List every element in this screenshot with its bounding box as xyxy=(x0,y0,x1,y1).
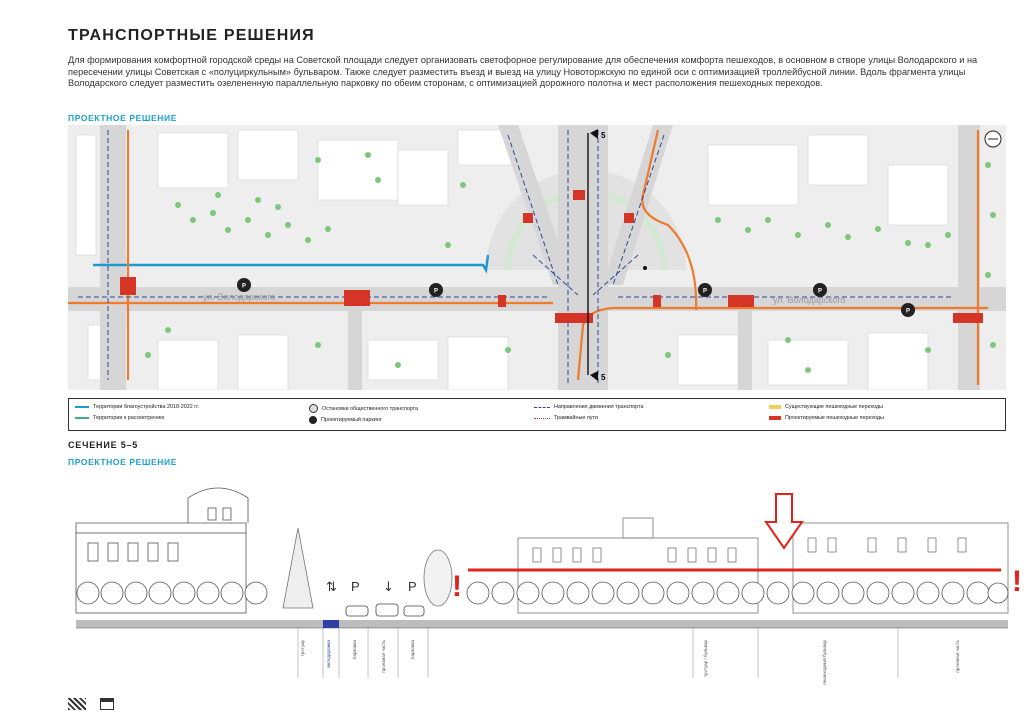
traffic-direction-arrows xyxy=(78,130,953,385)
parking-sign-icon: P xyxy=(351,579,360,594)
bidirectional-arrow-icon: ⇅ xyxy=(326,580,337,595)
left-building xyxy=(75,487,249,614)
project-boundary xyxy=(93,254,490,274)
arrow-dashed-icon xyxy=(534,406,550,408)
building-blocks xyxy=(75,129,949,390)
down-arrow-icon: ↓ xyxy=(383,580,394,595)
section-heading: СЕЧЕНИЕ 5–5 xyxy=(68,440,139,450)
annotation-exclamation-right: ! xyxy=(1012,565,1022,598)
section-marker-bottom: 5 xyxy=(601,373,606,382)
ground-strip xyxy=(76,620,1008,628)
legend-item: Трамвайные пути xyxy=(534,415,598,421)
legend-item: Остановки общественного транспорта xyxy=(309,404,418,413)
bike-lane xyxy=(323,620,339,628)
column-label: тротуар / бульвар xyxy=(703,640,708,677)
svg-text:P: P xyxy=(703,289,707,295)
building-icon xyxy=(100,698,114,710)
parking-icon xyxy=(813,283,827,297)
svg-text:P: P xyxy=(434,289,438,295)
parking-icon xyxy=(901,303,915,317)
column-label: пешеходный бульвар xyxy=(822,640,827,685)
conifer-tree xyxy=(282,527,314,609)
annotation-exclamation-left: ! xyxy=(452,570,462,603)
parking-icon xyxy=(237,278,251,292)
right-buildings xyxy=(517,517,1009,614)
legend-item: Направления движения транспорта xyxy=(534,404,643,410)
crosswalks xyxy=(120,190,983,323)
parking-sign-icon: P xyxy=(408,579,417,594)
legend-item: Проектируемый паркинг xyxy=(309,416,382,424)
svg-text:P: P xyxy=(818,289,822,295)
column-label: велодорожка xyxy=(326,640,331,668)
svg-text:P: P xyxy=(906,309,910,315)
tree-row-right xyxy=(466,581,1009,605)
parking-markers: P P P P P xyxy=(237,278,915,317)
street-section: ⇅ P ↓ P ! ! xyxy=(75,487,1022,678)
legend-item: Территории к рассмотрению xyxy=(75,415,164,421)
column-label: тротуар xyxy=(300,640,305,657)
plan-subtitle: ПРОЕКТНОЕ РЕШЕНИЕ xyxy=(68,113,177,123)
svg-text:P: P xyxy=(242,284,246,290)
page-title: ТРАНСПОРТНЫЕ РЕШЕНИЯ xyxy=(68,27,315,44)
site-plan: 5 5 P P P P P ул. Володарского ул. Волод… xyxy=(68,125,1006,390)
column-label: проезжая часть xyxy=(381,640,386,673)
street-label-right: ул. Володарского xyxy=(773,295,845,305)
tree-dots xyxy=(145,152,996,373)
footer-icons xyxy=(68,698,114,710)
column-label: парковка xyxy=(410,640,415,659)
legend-item: Проектируемые пешеходные переходы xyxy=(769,415,884,421)
section-marker-top: 5 xyxy=(601,131,606,140)
section-subtitle: ПРОЕКТНОЕ РЕШЕНИЕ xyxy=(68,457,177,467)
cars xyxy=(345,603,425,617)
hatch-pattern-icon xyxy=(68,698,86,710)
legend-item: Существующие пешеходные переходы xyxy=(769,404,883,410)
column-label: проезжая часть xyxy=(955,640,960,673)
parking-icon xyxy=(309,416,317,424)
parking-icon xyxy=(429,283,443,297)
parking-icon xyxy=(698,283,712,297)
intro-paragraph: Для формирования комфортной городской ср… xyxy=(68,55,978,88)
annotation-down-arrow-icon xyxy=(764,493,804,550)
column-label: парковка xyxy=(352,640,357,659)
tram-dots-icon xyxy=(534,417,550,419)
bus-stop-icon xyxy=(309,404,318,413)
legend: Территории благоустройства 2018-2022 гг.… xyxy=(68,398,1006,431)
legend-item: Территории благоустройства 2018-2022 гг. xyxy=(75,404,199,410)
tree-row-left xyxy=(76,581,268,605)
street-label-left: ул. Володарского xyxy=(203,292,275,302)
